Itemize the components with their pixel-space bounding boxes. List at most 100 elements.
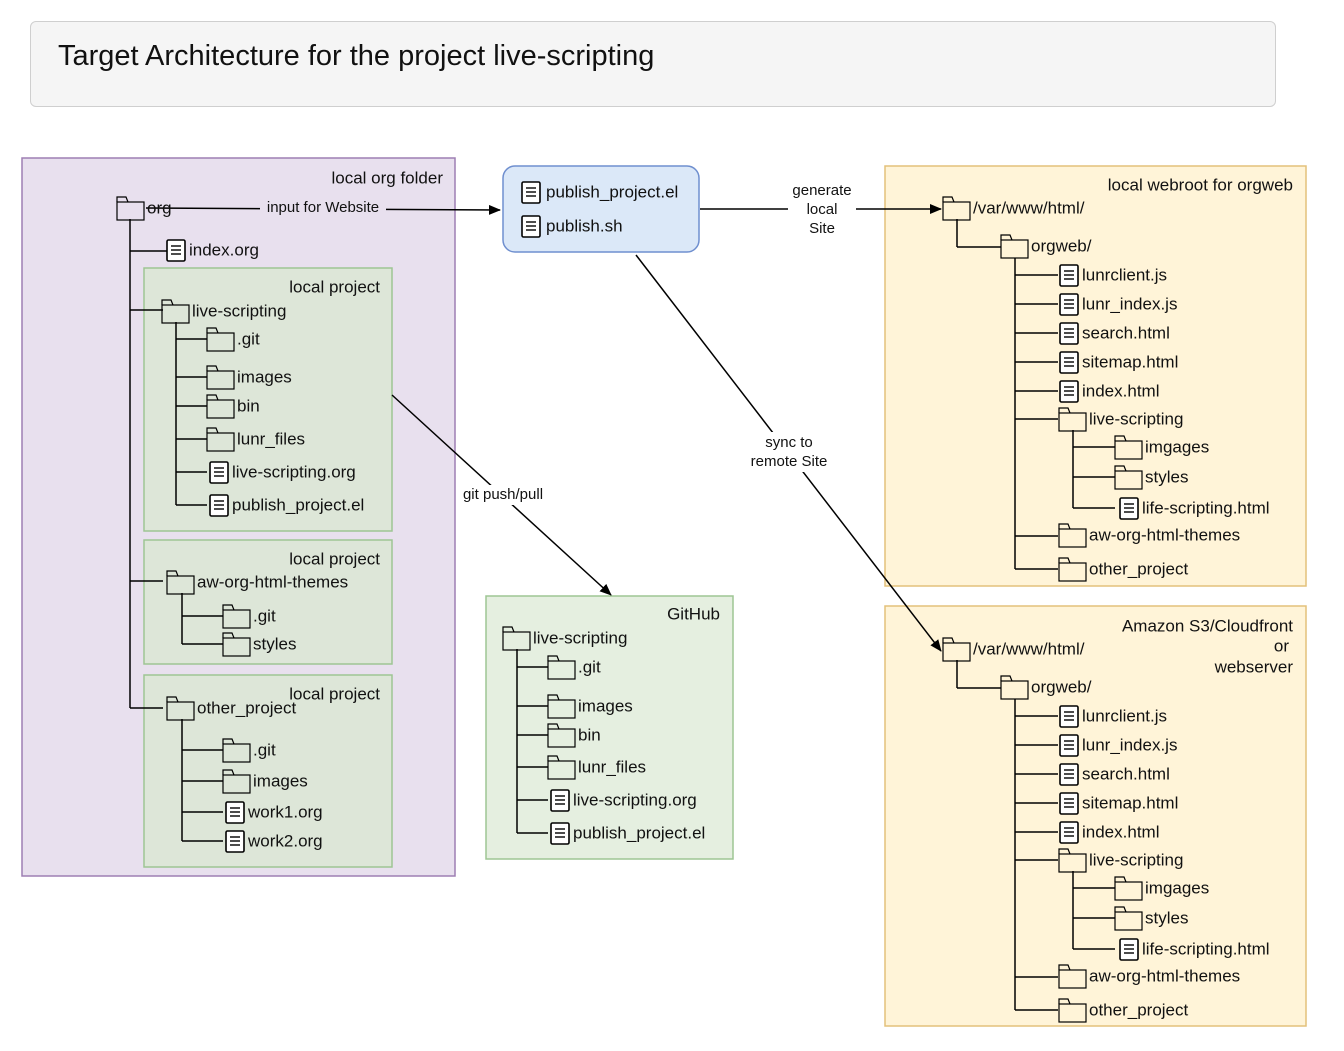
- input-edge-label: input for Website: [267, 199, 379, 216]
- file-label: life-scripting.html: [1142, 939, 1270, 958]
- s3-label: webserver: [1214, 657, 1294, 676]
- local-project-container: [143, 674, 393, 868]
- folder-icon: [1114, 876, 1143, 901]
- folder-tab: [206, 365, 219, 372]
- folder-label: aw-org-html-themes: [1089, 966, 1240, 985]
- git-edge-label: git push/pull: [463, 486, 543, 503]
- file-label: lunr_index.js: [1082, 294, 1177, 313]
- file-icon: [225, 830, 245, 853]
- file-icon: [550, 789, 570, 812]
- folder-icon: [1114, 906, 1143, 931]
- folder-body: [1114, 470, 1143, 490]
- file-icon: [209, 494, 229, 517]
- edge-label-bg: [745, 432, 833, 472]
- folder-label: images: [578, 696, 633, 715]
- folder-tab: [222, 738, 235, 745]
- webroot-label: local webroot for orgweb: [1108, 175, 1293, 194]
- folder-label: lunr_files: [237, 429, 305, 448]
- folder-icon: [547, 723, 576, 748]
- folder-tab: [1114, 906, 1127, 913]
- webroot-container: [884, 165, 1307, 587]
- folder-label: .git: [253, 740, 276, 759]
- folder-body: [1114, 881, 1143, 901]
- file-label: work1.org: [247, 802, 323, 821]
- folder-body: [1114, 440, 1143, 460]
- folder-icon: [1058, 523, 1087, 548]
- folder-label: images: [253, 771, 308, 790]
- file-icon: [166, 239, 186, 262]
- file-icon: [521, 215, 541, 238]
- folder-icon: [222, 632, 251, 657]
- folder-tab: [1058, 998, 1071, 1005]
- folder-label: .git: [237, 329, 260, 348]
- file-icon: [1059, 351, 1079, 374]
- edge-label-bg: [260, 198, 386, 218]
- file-label: life-scripting.html: [1142, 498, 1270, 517]
- local-project-label: local project: [289, 277, 380, 296]
- file-icon: [225, 801, 245, 824]
- folder-body: [206, 332, 235, 352]
- folder-tab: [166, 570, 179, 577]
- folder-body: [1058, 969, 1087, 989]
- folder-body: [206, 432, 235, 452]
- script-label: publish.sh: [546, 216, 623, 235]
- folder-tab: [1114, 876, 1127, 883]
- folder-label: imgages: [1145, 437, 1209, 456]
- folder-label: org: [147, 198, 172, 217]
- folder-tab: [1114, 435, 1127, 442]
- local-project-label: local project: [289, 549, 380, 568]
- folder-label: orgweb/: [1031, 236, 1092, 255]
- folder-tab: [502, 626, 515, 633]
- folder-tab: [547, 723, 560, 730]
- folder-tab: [547, 755, 560, 762]
- folder-label: orgweb/: [1031, 677, 1092, 696]
- file-icon: [1059, 322, 1079, 345]
- file-icon: [1059, 264, 1079, 287]
- folder-tab: [166, 696, 179, 703]
- file-icon: [521, 181, 541, 204]
- local-project-container: [143, 267, 393, 532]
- folder-tab: [1058, 964, 1071, 971]
- folder-label: styles: [1145, 467, 1188, 486]
- folder-tab: [547, 655, 560, 662]
- title-box: [30, 21, 1276, 107]
- folder-label: styles: [1145, 908, 1188, 927]
- folder-body: [1114, 911, 1143, 931]
- edge-label-bg: [788, 180, 856, 240]
- folder-tab: [942, 637, 955, 644]
- file-icon: [1059, 821, 1079, 844]
- folder-body: [222, 743, 251, 763]
- folder-icon: [206, 327, 235, 352]
- folder-label: styles: [253, 634, 296, 653]
- generate-edge-label: Site: [809, 220, 835, 237]
- file-icon: [1059, 792, 1079, 815]
- folder-icon: [206, 427, 235, 452]
- file-label: live-scripting.org: [573, 790, 697, 809]
- s3-label: or: [1274, 636, 1289, 655]
- file-label: index.html: [1082, 381, 1159, 400]
- folder-tab: [1114, 465, 1127, 472]
- file-icon: [1059, 705, 1079, 728]
- github-label: GitHub: [667, 604, 720, 623]
- folder-tab: [547, 694, 560, 701]
- folder-label: bin: [237, 396, 260, 415]
- folder-tab: [1058, 848, 1071, 855]
- folder-body: [1058, 1003, 1087, 1023]
- folder-body: [1058, 528, 1087, 548]
- folder-tab: [942, 196, 955, 203]
- folder-tab: [1000, 234, 1013, 241]
- folder-icon: [547, 655, 576, 680]
- file-label: lunrclient.js: [1082, 265, 1167, 284]
- file-label: publish_project.el: [232, 495, 364, 514]
- file-icon: [209, 461, 229, 484]
- folder-label: other_project: [1089, 1000, 1189, 1019]
- folder-tab: [1000, 675, 1013, 682]
- folder-icon: [547, 694, 576, 719]
- folder-body: [222, 609, 251, 629]
- file-label: sitemap.html: [1082, 793, 1178, 812]
- folder-label: other_project: [1089, 559, 1189, 578]
- file-label: live-scripting.org: [232, 462, 356, 481]
- sync-edge-label: sync to: [765, 434, 813, 451]
- file-label: publish_project.el: [573, 823, 705, 842]
- folder-icon: [1058, 557, 1087, 582]
